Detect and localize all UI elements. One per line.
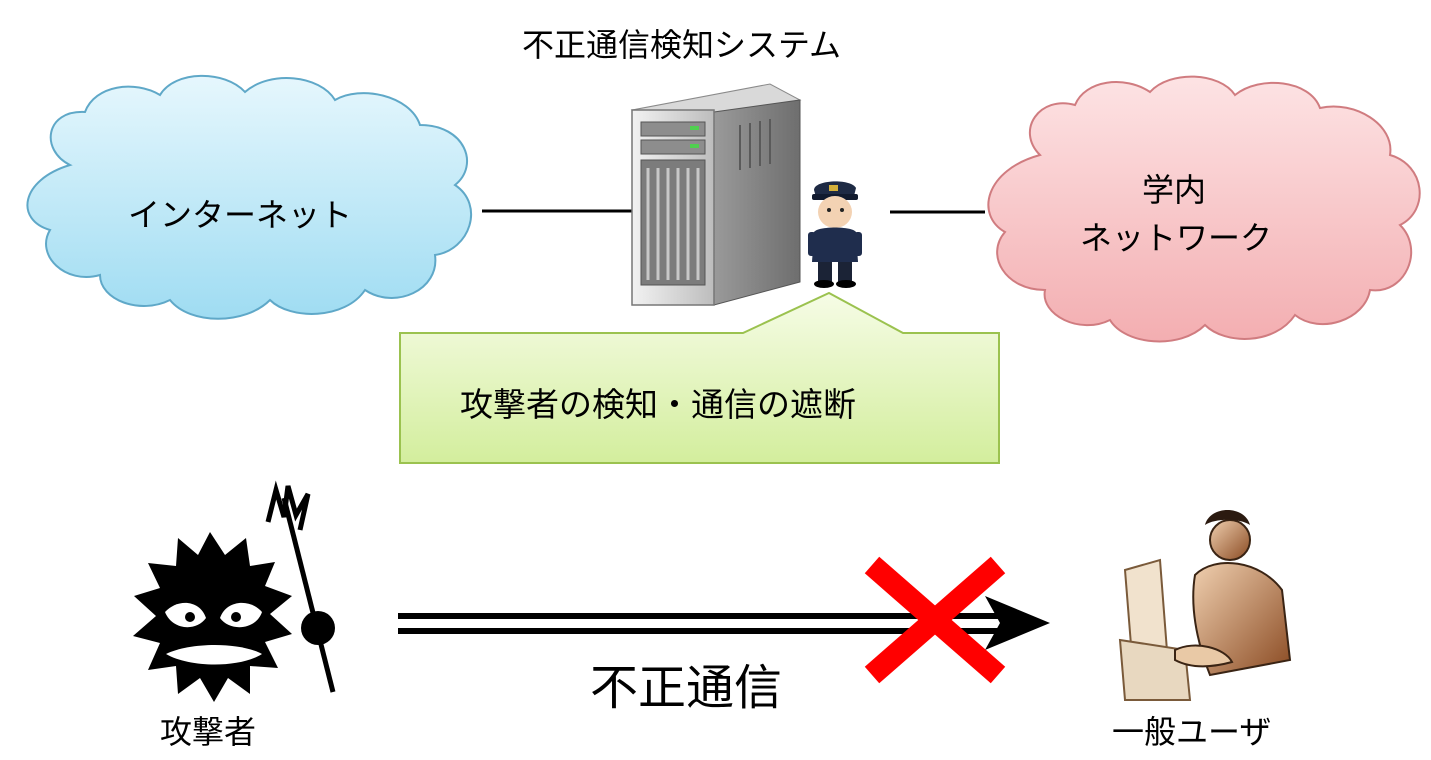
illegal-traffic-label: 不正通信	[590, 660, 783, 716]
attacker-label: 攻撃者	[160, 713, 257, 751]
police-officer-icon	[808, 181, 862, 288]
general-user-label: 一般ユーザ	[1112, 713, 1272, 751]
server-icon	[630, 83, 802, 306]
illegal-traffic-arrow	[398, 596, 1050, 650]
red-x-icon	[864, 556, 1006, 684]
campus-network-label-line1: 学内	[1142, 171, 1207, 209]
callout-text: 攻撃者の検知・通信の遮断	[460, 385, 856, 424]
page-title: 不正通信検知システム	[522, 26, 842, 64]
campus-network-cloud	[987, 75, 1421, 343]
internet-cloud	[26, 74, 473, 320]
computer-user-icon	[1118, 510, 1292, 701]
campus-network-label-line2: ネットワーク	[1080, 219, 1273, 257]
callout-box	[399, 291, 1000, 464]
devil-virus-icon	[133, 480, 336, 702]
internet-label: インターネット	[128, 196, 353, 234]
